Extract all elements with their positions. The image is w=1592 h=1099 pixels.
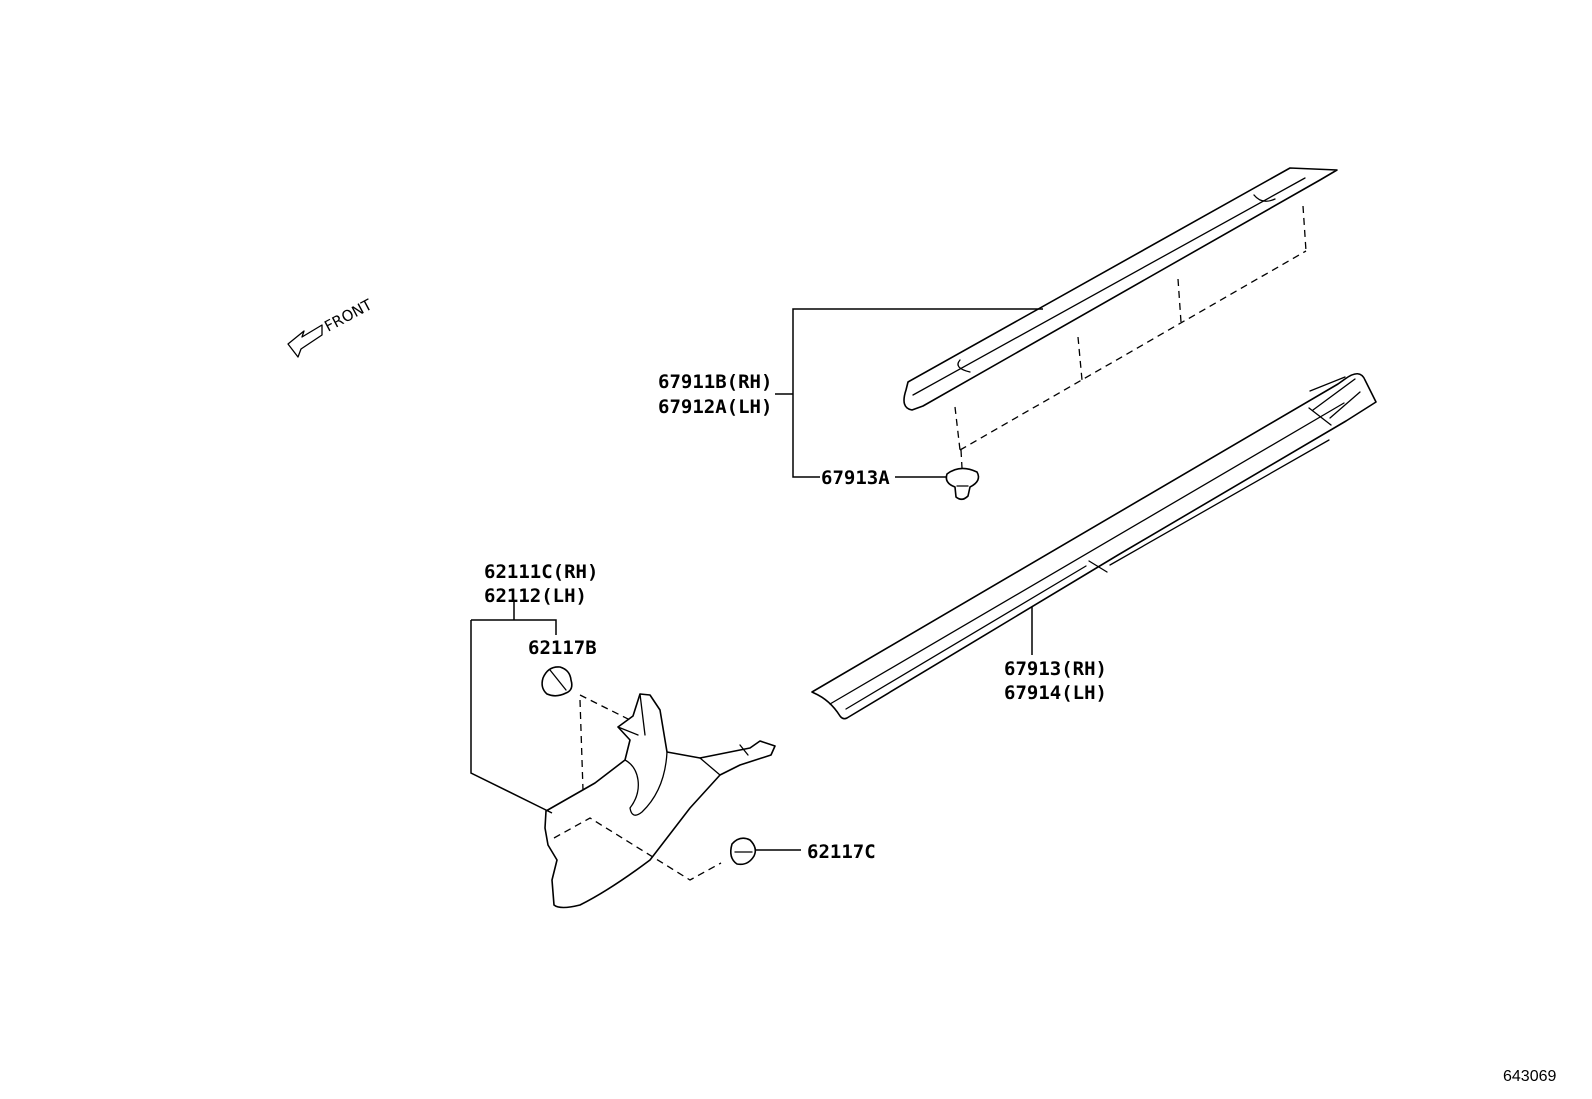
leader-scuff-plate-upper: [775, 308, 1043, 478]
label-62111c-rh: 62111C(RH): [484, 561, 598, 583]
label-62117c: 62117C: [807, 841, 876, 863]
scuff-plate-upper-part: [903, 167, 1338, 411]
label-67913-rh: 67913(RH): [1004, 658, 1107, 680]
label-67912a-lh: 67912A(LH): [658, 396, 772, 418]
leader-kick-panel: [470, 600, 557, 814]
kick-panel-part: [544, 693, 776, 909]
label-62112-lh: 62112(LH): [484, 585, 587, 607]
label-67911b-rh: 67911B(RH): [658, 371, 772, 393]
clip-67913a-icon: [945, 467, 980, 501]
label-67914-lh: 67914(LH): [1004, 682, 1107, 704]
scuff-plate-upper-clip-positions: [954, 205, 1307, 469]
diagram-code: 643069: [1503, 1068, 1556, 1085]
label-67913a: 67913A: [821, 467, 890, 489]
clip-62117c-icon: [730, 837, 757, 866]
arrow-front-icon: [287, 324, 323, 358]
clip-62117b-icon: [541, 666, 573, 697]
kick-panel-clip-positions: [553, 694, 722, 881]
scuff-plate-lower-part: [811, 372, 1377, 720]
front-label: FRONT: [321, 295, 375, 335]
label-62117b: 62117B: [528, 637, 597, 659]
